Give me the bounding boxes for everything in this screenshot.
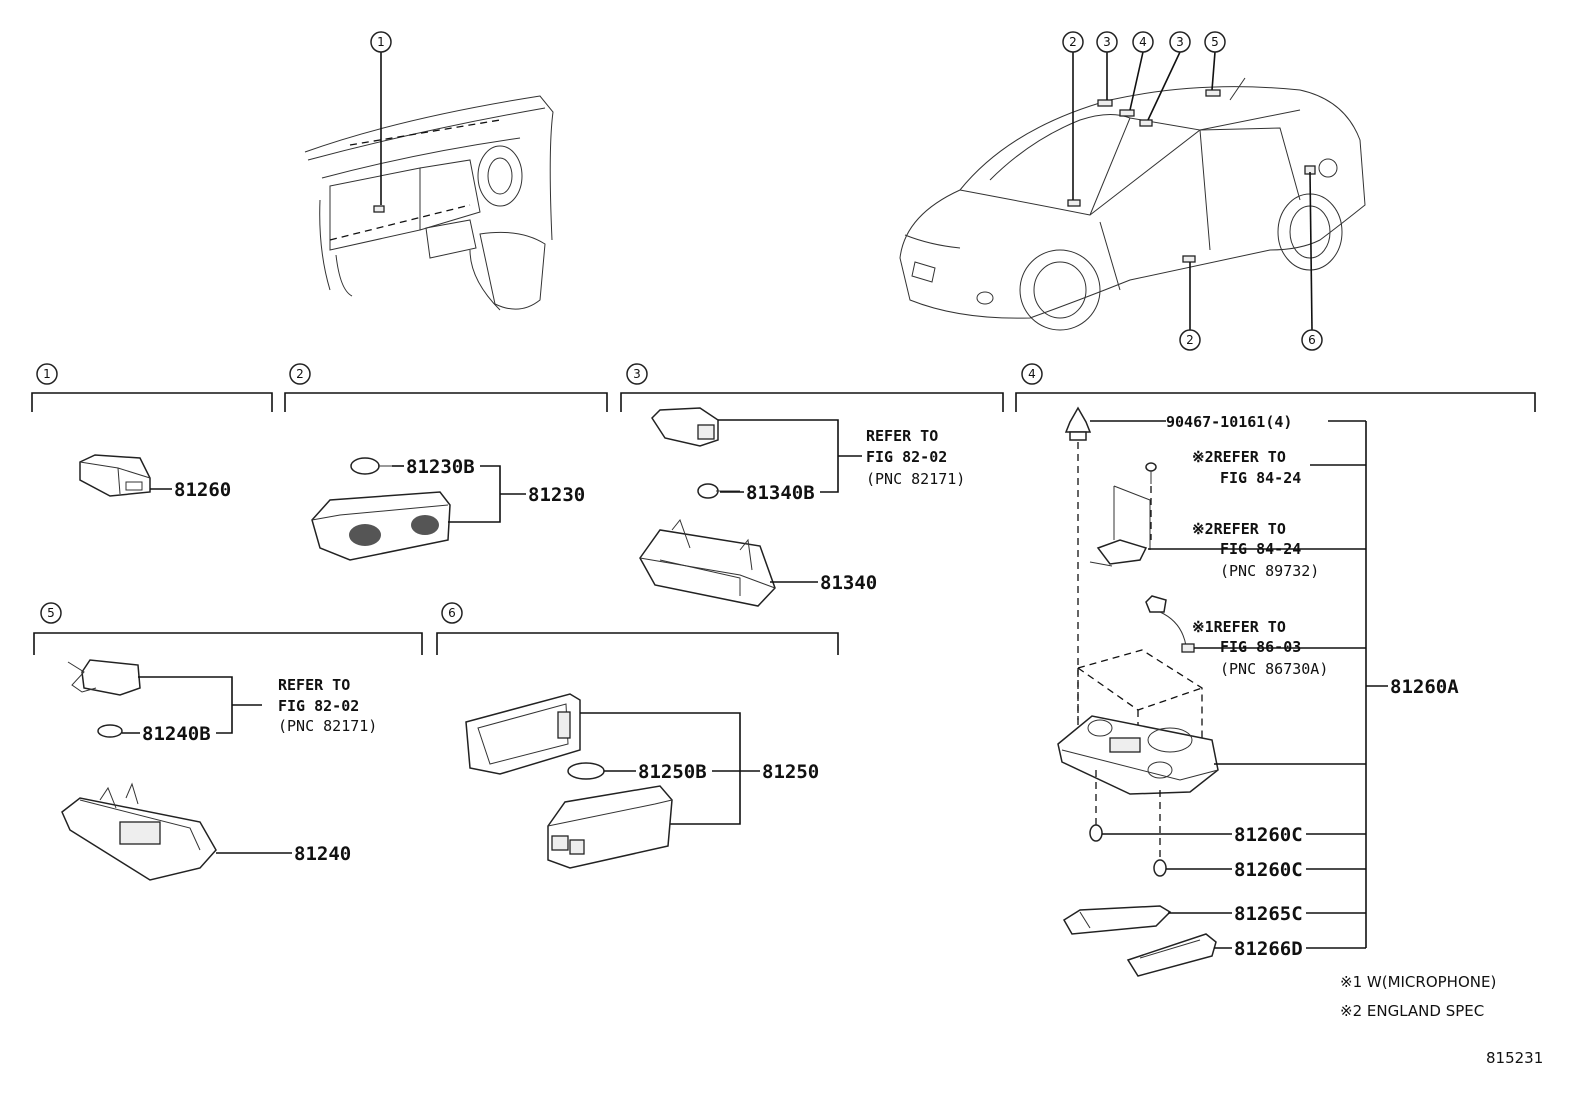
part-81230B-drawing xyxy=(350,457,392,475)
svg-text:2: 2 xyxy=(296,367,304,381)
svg-text:3: 3 xyxy=(1103,35,1111,49)
svg-text:6: 6 xyxy=(1308,333,1316,347)
section-brackets: 1 2 3 4 5 6 xyxy=(31,363,1536,655)
dashboard-illustration xyxy=(304,95,554,311)
mic-bracket-drawing xyxy=(1089,485,1151,567)
svg-text:1: 1 xyxy=(377,35,385,49)
svg-text:5: 5 xyxy=(47,606,55,620)
svg-text:REFER TO: REFER TO xyxy=(278,676,350,694)
svg-text:6: 6 xyxy=(448,606,456,620)
note-england-spec: ※2 ENGLAND SPEC xyxy=(1340,1002,1484,1020)
svg-text:FIG 82-02: FIG 82-02 xyxy=(278,697,359,715)
top-callouts: 1 2 3 4 3 5 2 6 xyxy=(370,31,1323,351)
callout-1-dashboard: 1 xyxy=(370,31,392,53)
figure-id: 815231 xyxy=(1486,1049,1543,1067)
svg-text:※1REFER TO: ※1REFER TO xyxy=(1192,618,1286,636)
part-label-81260C-b: 81260C xyxy=(1234,859,1303,881)
svg-text:4: 4 xyxy=(1028,367,1036,381)
svg-text:※2REFER TO: ※2REFER TO xyxy=(1192,520,1286,538)
part-81230-drawing xyxy=(311,491,451,561)
callout-6-bottom: 6 xyxy=(1301,329,1323,351)
part-81250-drawing xyxy=(547,785,673,869)
svg-text:3: 3 xyxy=(633,367,641,381)
svg-text:2: 2 xyxy=(1186,333,1194,347)
svg-text:(PNC 82171): (PNC 82171) xyxy=(278,717,377,735)
refer-to-4c: ※1REFER TO FIG 86-03 (PNC 86730A) xyxy=(1192,618,1328,678)
part-81240-drawing xyxy=(61,782,217,881)
callout-2-top: 2 xyxy=(1062,31,1084,53)
part-81260-drawing xyxy=(79,454,151,497)
section-3: 81340B REFER TO FIG 82-02 (PNC 82171) 81… xyxy=(639,407,965,607)
socket-drawing-5 xyxy=(67,659,141,696)
svg-text:FIG 86-03: FIG 86-03 xyxy=(1220,638,1301,656)
part-81260A-drawing xyxy=(1057,715,1219,795)
svg-text:5: 5 xyxy=(1211,35,1219,49)
callout-5-top: 5 xyxy=(1204,31,1226,53)
screw-drawing xyxy=(1145,462,1157,484)
svg-text:(PNC 86730A): (PNC 86730A) xyxy=(1220,660,1328,678)
part-label-81340: 81340 xyxy=(820,572,877,594)
part-label-81266D: 81266D xyxy=(1234,938,1303,960)
car-illustration xyxy=(899,77,1366,331)
callout-3-top-a: 3 xyxy=(1096,31,1118,53)
part-label-81340B: 81340B xyxy=(746,482,815,504)
part-label-81230B: 81230B xyxy=(406,456,475,478)
refer-to-4a: ※2REFER TO FIG 84-24 xyxy=(1192,448,1301,487)
lens-81265C-drawing xyxy=(1062,905,1172,935)
section-6: 81250B 81250 xyxy=(465,693,819,869)
part-label-81240B: 81240B xyxy=(142,723,211,745)
microphone-drawing xyxy=(1145,595,1195,653)
top-leaders xyxy=(380,51,1313,331)
svg-text:FIG 84-24: FIG 84-24 xyxy=(1220,469,1301,487)
callout-2-bottom: 2 xyxy=(1179,329,1201,351)
socket-drawing xyxy=(651,407,719,447)
part-81240B-drawing xyxy=(97,724,123,738)
refer-to-5: REFER TO FIG 82-02 (PNC 82171) xyxy=(278,676,377,735)
footnotes: ※1 W(MICROPHONE) ※2 ENGLAND SPEC 815231 xyxy=(1340,973,1543,1067)
part-label-81260C-a: 81260C xyxy=(1234,824,1303,846)
callout-4-top: 4 xyxy=(1132,31,1154,53)
svg-text:1: 1 xyxy=(43,367,51,381)
svg-text:(PNC 89732): (PNC 89732) xyxy=(1220,562,1319,580)
svg-text:※2REFER TO: ※2REFER TO xyxy=(1192,448,1286,466)
part-81340-drawing xyxy=(639,518,776,607)
clip-81260C-a-drawing xyxy=(1089,824,1103,842)
part-81250B-drawing xyxy=(567,762,605,780)
clip-90467-drawing xyxy=(1064,406,1092,441)
lens-drawing-6 xyxy=(465,693,581,775)
svg-text:3: 3 xyxy=(1176,35,1184,49)
note-microphone: ※1 W(MICROPHONE) xyxy=(1340,973,1496,991)
section-2: 81230B 81230 xyxy=(311,456,585,561)
part-label-81230: 81230 xyxy=(528,484,585,506)
svg-text:4: 4 xyxy=(1139,35,1147,49)
svg-text:(PNC 82171): (PNC 82171) xyxy=(866,470,965,488)
section-5: REFER TO FIG 82-02 (PNC 82171) 81240B 81… xyxy=(61,659,377,881)
part-label-81265C: 81265C xyxy=(1234,903,1303,925)
refer-to-3: REFER TO FIG 82-02 (PNC 82171) xyxy=(866,427,965,488)
part-81340B-drawing xyxy=(697,483,740,499)
part-label-81250B: 81250B xyxy=(638,761,707,783)
svg-text:2: 2 xyxy=(1069,35,1077,49)
part-label-81260: 81260 xyxy=(174,479,231,501)
svg-text:FIG 82-02: FIG 82-02 xyxy=(866,448,947,466)
part-label-81260A: 81260A xyxy=(1390,676,1459,698)
clip-81260C-b-drawing xyxy=(1153,859,1167,877)
lens-81266D-drawing xyxy=(1126,933,1217,977)
section-1: 81260 xyxy=(79,454,231,501)
section-4: 90467-10161(4) ※2REFER TO FIG 84-24 ※2RE… xyxy=(1057,406,1459,977)
callout-3-top-b: 3 xyxy=(1169,31,1191,53)
refer-to-4b: ※2REFER TO FIG 84-24 (PNC 89732) xyxy=(1192,520,1319,580)
part-label-81250: 81250 xyxy=(762,761,819,783)
part-label-90467: 90467-10161(4) xyxy=(1166,413,1292,431)
svg-text:REFER TO: REFER TO xyxy=(866,427,938,445)
part-label-81240: 81240 xyxy=(294,843,351,865)
